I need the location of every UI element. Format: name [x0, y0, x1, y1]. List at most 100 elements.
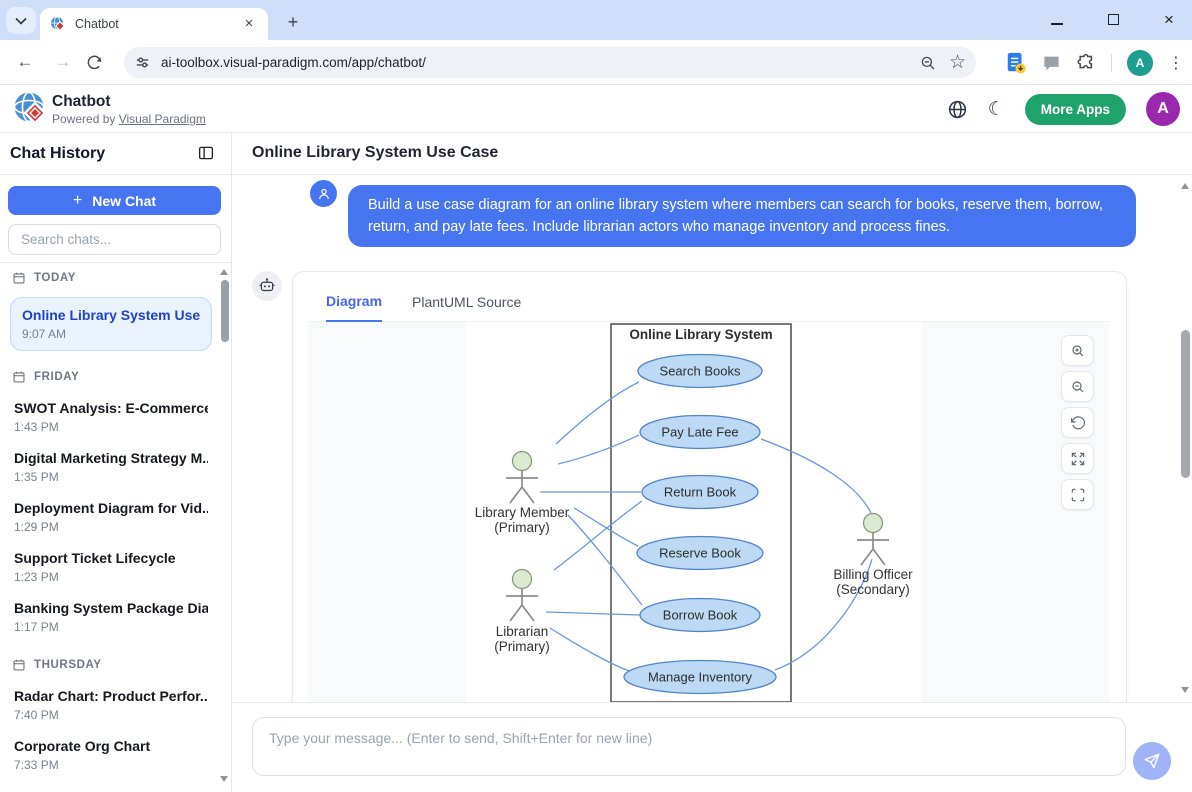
sidebar-divider — [0, 262, 231, 263]
site-settings-icon[interactable] — [134, 54, 151, 71]
chat-scrollbar-thumb[interactable] — [1181, 330, 1190, 478]
app-title: Chatbot — [52, 93, 111, 110]
chat-item-title: Online Library System Use C... — [22, 307, 200, 323]
maximize-icon — [1107, 14, 1119, 25]
visual-paradigm-link[interactable]: Visual Paradigm — [118, 112, 206, 126]
actor-name: Billing Officer — [833, 567, 913, 582]
diagram-viewport[interactable]: Online Library System — [308, 322, 1109, 702]
magnifier-minus-icon — [921, 56, 935, 69]
use-case-diagram: Online Library System — [475, 323, 913, 702]
powered-by: Powered by Visual Paradigm — [52, 112, 206, 126]
sidebar-scrollbar-thumb[interactable] — [221, 280, 229, 342]
chat-item[interactable]: Radar Chart: Product Perfor... 7:40 PM — [14, 688, 208, 722]
collapse-sidebar-button[interactable] — [197, 144, 215, 162]
zoom-in-button[interactable] — [1061, 335, 1094, 366]
usecase-manage-inventory: Manage Inventory — [648, 670, 753, 685]
chat-item[interactable]: Support Ticket Lifecycle 1:23 PM — [14, 550, 208, 584]
toolbar-divider — [1111, 53, 1112, 72]
sidebar-header: Chat History — [0, 133, 231, 175]
chat-item[interactable]: Digital Marketing Strategy M... 1:35 PM — [14, 450, 208, 484]
language-globe-button[interactable] — [947, 99, 968, 120]
powered-by-prefix: Powered by — [52, 112, 116, 126]
main-panel: Online Library System Use Case Build a u… — [232, 133, 1192, 792]
browser-urlbar: ← → ai-toolbox.visual-paradigm.com/app/c… — [0, 40, 1192, 85]
system-title: Online Library System — [629, 327, 772, 342]
window-controls: × — [1044, 0, 1182, 40]
chat-item[interactable]: Banking System Package Dia... 1:17 PM — [14, 600, 208, 634]
back-button[interactable]: ← — [16, 52, 34, 71]
chat-scroll-down-arrow[interactable] — [1181, 687, 1189, 693]
chat-item-time: 9:07 AM — [22, 327, 67, 341]
new-tab-button[interactable]: + — [287, 12, 299, 32]
plus-icon: + — [72, 191, 83, 209]
reset-view-button[interactable] — [1061, 407, 1094, 438]
zoom-in-icon — [1071, 344, 1083, 356]
sidebar-scroll-down-arrow[interactable] — [220, 776, 228, 782]
chat-item[interactable]: Deployment Diagram for Vid... 1:29 PM — [14, 500, 208, 534]
group-header-today: TODAY — [12, 271, 210, 285]
zoom-out-button[interactable] — [1061, 371, 1094, 402]
fullscreen-brackets-icon — [1071, 488, 1084, 501]
window-minimize-button[interactable] — [1044, 12, 1070, 28]
tab-plantuml-source[interactable]: PlantUML Source — [412, 294, 522, 310]
url-address-field[interactable]: ai-toolbox.visual-paradigm.com/app/chatb… — [124, 47, 976, 78]
tab-close-icon[interactable]: × — [244, 15, 254, 32]
group-header-friday: FRIDAY — [12, 370, 210, 384]
extensions-puzzle-icon[interactable] — [1076, 53, 1096, 73]
reset-rotate-icon — [1070, 415, 1085, 429]
actor-librarian: Librarian (Primary) — [494, 568, 550, 654]
zoom-out-icon — [1071, 380, 1083, 392]
url-text: ai-toolbox.visual-paradigm.com/app/chatb… — [161, 55, 426, 70]
send-button[interactable] — [1133, 742, 1171, 780]
minimize-icon — [1051, 23, 1063, 25]
expand-arrows-icon — [1071, 452, 1084, 465]
dark-mode-toggle[interactable]: ☾ — [987, 98, 1005, 120]
chat-history-sidebar: Chat History + New Chat TODAY Online Lib… — [0, 133, 232, 792]
usecase-search-books: Search Books — [660, 364, 741, 379]
chevron-down-icon — [15, 17, 27, 25]
sidebar-title: Chat History — [10, 145, 106, 162]
reload-button[interactable] — [86, 54, 116, 71]
bookmark-star-icon[interactable]: ☆ — [948, 52, 966, 73]
actor-billing-officer: Billing Officer (Secondary) — [833, 512, 913, 597]
composer-bar — [232, 702, 1192, 792]
expand-button[interactable] — [1061, 443, 1094, 474]
tab-diagram[interactable]: Diagram — [326, 293, 383, 322]
chat-item-title: Corporate Org Chart — [14, 738, 151, 754]
actor-role: (Secondary) — [836, 582, 910, 597]
actor-name: Library Member — [475, 505, 570, 520]
favicon-visual-paradigm — [50, 16, 65, 31]
chat-item-title: Banking System Package Dia... — [14, 600, 208, 616]
docs-extension-icon[interactable] — [1005, 51, 1027, 75]
browser-tab-chatbot[interactable]: Chatbot × — [40, 8, 268, 40]
browser-menu-icon[interactable]: ⋮ — [1168, 54, 1184, 72]
tab-search-button[interactable] — [6, 7, 36, 34]
chat-item-time: 1:43 PM — [14, 420, 59, 434]
comment-icon[interactable] — [1042, 53, 1061, 72]
chat-item[interactable]: Corporate Org Chart 7:33 PM — [14, 738, 208, 772]
new-chat-label: New Chat — [92, 192, 157, 209]
chat-item-selected[interactable]: Online Library System Use C... 9:07 AM — [10, 297, 212, 351]
chat-item[interactable]: SWOT Analysis: E-Commerce... 1:43 PM — [14, 400, 208, 434]
chat-scroll-up-arrow[interactable] — [1181, 183, 1189, 189]
chat-message-area: Build a use case diagram for an online l… — [232, 175, 1192, 702]
group-label: FRIDAY — [34, 371, 80, 383]
browser-profile-avatar[interactable]: A — [1127, 49, 1153, 76]
message-input[interactable] — [252, 717, 1126, 776]
chat-item-title: Digital Marketing Strategy M... — [14, 450, 208, 466]
window-maximize-button[interactable] — [1100, 12, 1126, 28]
new-chat-button[interactable]: + New Chat — [8, 186, 221, 215]
sidebar-scroll-up-arrow[interactable] — [220, 269, 228, 275]
forward-button[interactable]: → — [54, 52, 72, 71]
group-label: THURSDAY — [34, 659, 102, 671]
fullscreen-button[interactable] — [1061, 479, 1094, 510]
user-avatar[interactable]: A — [1146, 92, 1180, 126]
zoom-page-button[interactable] — [919, 54, 937, 72]
window-close-button[interactable]: × — [1164, 10, 1174, 29]
more-apps-button[interactable]: More Apps — [1024, 93, 1126, 125]
actor-role: (Primary) — [494, 520, 550, 535]
tab-title: Chatbot — [75, 17, 119, 31]
app-header: Chatbot Powered by Visual Paradigm ☾ Mor… — [0, 85, 1192, 133]
search-chats-input[interactable] — [8, 224, 221, 255]
